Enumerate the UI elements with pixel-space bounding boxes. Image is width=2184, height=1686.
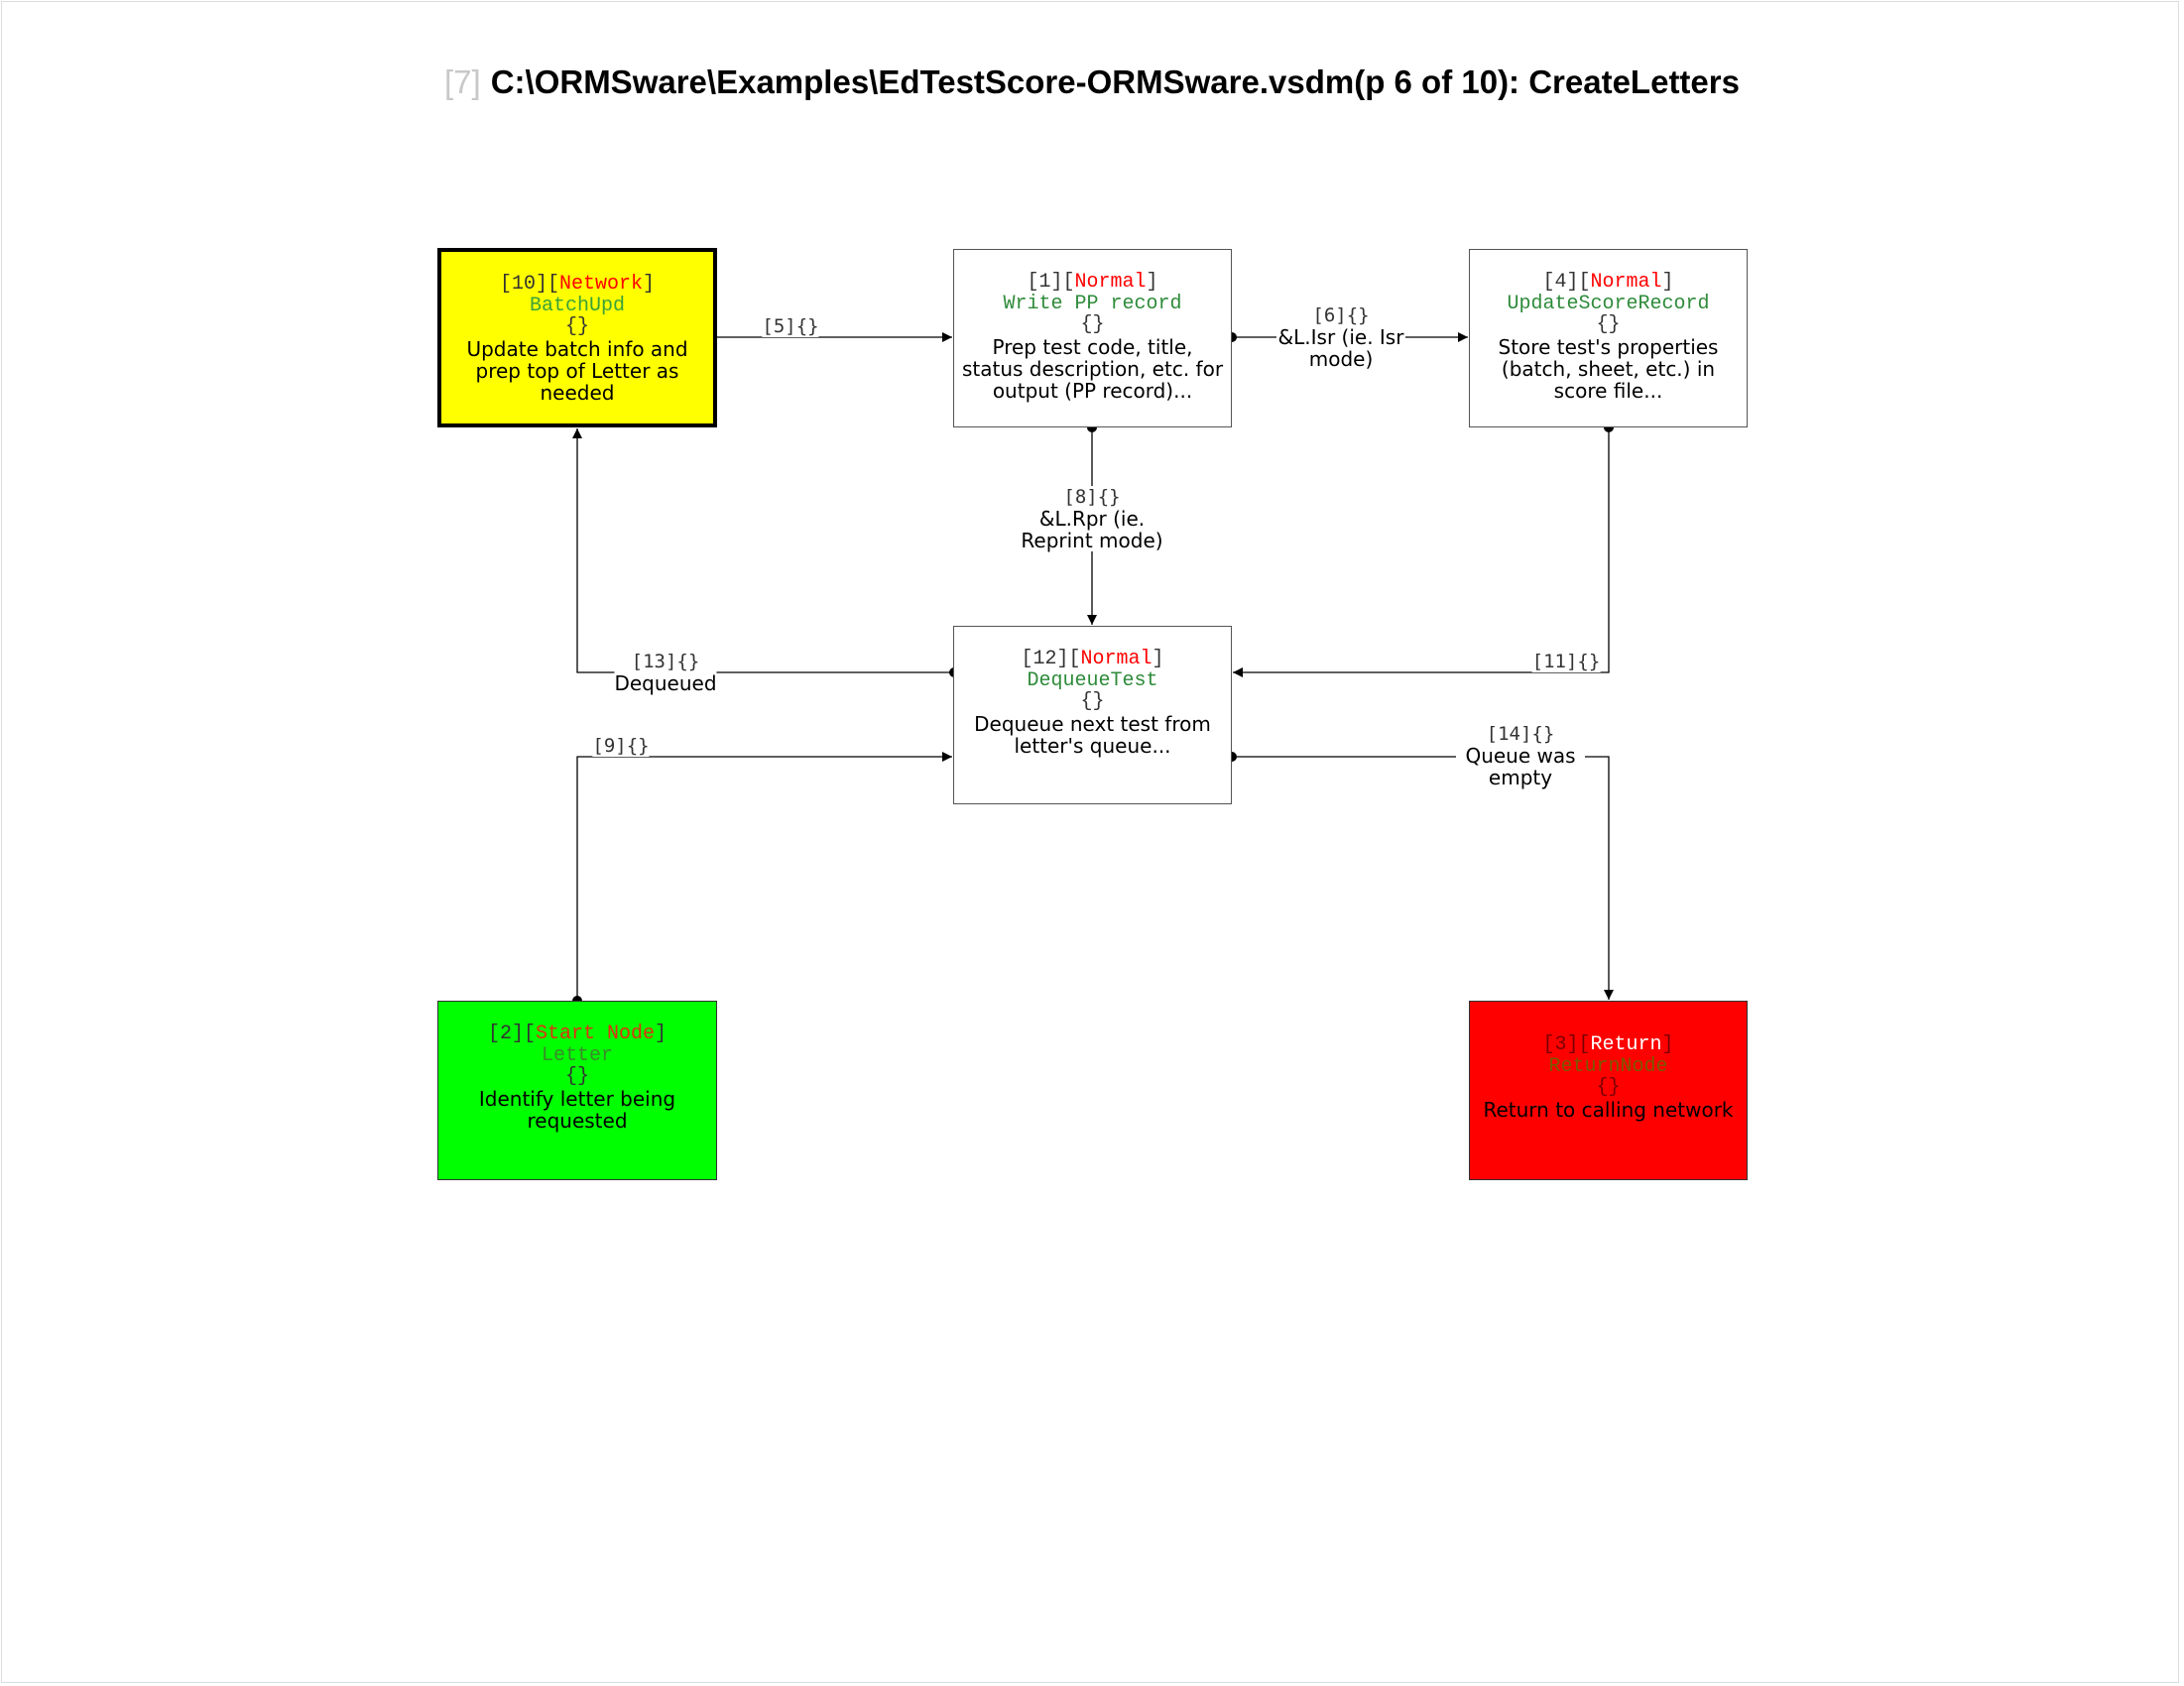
edge-9-line <box>576 752 952 1001</box>
node-batchupd-name: BatchUpd <box>529 294 625 317</box>
node-batchupd[interactable]: [10][Network] BatchUpd {} Update batch i… <box>437 248 717 427</box>
node-batchupd-type-open: [ <box>546 273 559 296</box>
node-dequeue-type: Normal <box>1080 648 1153 670</box>
node-update-score-id: [4] <box>1542 271 1579 294</box>
node-letter-type: Start Node <box>535 1023 656 1045</box>
node-update-score-name: UpdateScoreRecord <box>1507 292 1710 315</box>
node-dequeue-test[interactable]: [12][Normal] DequeueTest {} Dequeue next… <box>953 626 1232 804</box>
edge-13-label: [13]{} Dequeued <box>614 651 717 695</box>
node-dequeue-id: [12] <box>1021 648 1069 670</box>
edge-11-id: [11]{} <box>1531 651 1601 672</box>
node-write-pp-id: [1] <box>1027 271 1063 294</box>
node-batchupd-type: Network <box>559 273 644 296</box>
edge-9-label: [9]{} <box>592 735 650 757</box>
edge-13-id: [13]{} <box>631 651 700 672</box>
node-batchupd-id: [10] <box>499 273 547 296</box>
edge-8-id: [8]{} <box>1063 486 1121 508</box>
node-letter-desc: Identify letter being requested <box>478 1086 676 1133</box>
edge-14-id: [14]{} <box>1486 723 1555 745</box>
node-letter-type-close: ] <box>655 1023 667 1045</box>
edge-13-condition: Dequeued <box>614 671 717 695</box>
node-write-pp-type: Normal <box>1074 271 1147 294</box>
node-letter-params: {} <box>564 1065 589 1088</box>
edge-9-id: [9]{} <box>592 735 650 757</box>
page-title-text: C:\ORMSware\Examples\EdTestScore-ORMSwar… <box>490 63 1740 100</box>
edge-14-line <box>1232 756 1614 1000</box>
edge-14-condition: Queue was empty <box>1465 744 1576 789</box>
node-letter-type-open: [ <box>523 1023 536 1045</box>
edge-13-line <box>572 428 954 673</box>
node-letter-name: Letter <box>541 1043 613 1067</box>
node-return[interactable]: [3][Return] ReturnNode {} Return to call… <box>1469 1001 1748 1180</box>
node-update-score-record[interactable]: [4][Normal] UpdateScoreRecord {} Store t… <box>1469 249 1748 427</box>
edge-8-condition: &L.Rpr (ie. Reprint mode) <box>1021 507 1163 552</box>
edge-6-id: [6]{} <box>1312 304 1370 326</box>
node-return-type-close: ] <box>1661 1033 1674 1056</box>
node-return-desc: Return to calling network <box>1483 1097 1734 1122</box>
node-batchupd-type-close: ] <box>643 273 656 296</box>
edge-5-id: [5]{} <box>762 315 819 337</box>
edge-6-condition: &L.Isr (ie. Isr mode) <box>1277 325 1404 371</box>
node-dequeue-type-close: ] <box>1152 648 1164 670</box>
node-dequeue-type-open: [ <box>1068 648 1081 670</box>
node-dequeue-params: {} <box>1080 690 1105 713</box>
node-return-params: {} <box>1596 1076 1621 1099</box>
node-write-pp-params: {} <box>1080 313 1105 336</box>
node-write-pp-type-close: ] <box>1146 271 1158 294</box>
node-write-pp-name: Write PP record <box>1003 292 1182 315</box>
node-update-score-desc: Store test's properties (batch, sheet, e… <box>1498 334 1719 403</box>
page-title: [7]C:\ORMSware\Examples\EdTestScore-ORMS… <box>0 63 2184 101</box>
node-batchupd-desc: Update batch info and prep top of Letter… <box>466 336 688 405</box>
node-dequeue-name: DequeueTest <box>1027 668 1158 692</box>
node-return-name: ReturnNode <box>1548 1054 1668 1078</box>
node-update-score-type-open: [ <box>1578 271 1591 294</box>
node-update-score-type-close: ] <box>1661 271 1674 294</box>
node-letter-id: [2] <box>487 1023 524 1045</box>
edge-5-label: [5]{} <box>762 315 819 337</box>
node-dequeue-desc: Dequeue next test from letter's queue... <box>974 711 1211 758</box>
node-update-score-type: Normal <box>1590 271 1662 294</box>
page-index: [7] <box>444 63 481 100</box>
node-return-type: Return <box>1590 1033 1662 1056</box>
node-write-pp-record[interactable]: [1][Normal] Write PP record {} Prep test… <box>953 249 1232 427</box>
node-write-pp-type-open: [ <box>1062 271 1075 294</box>
node-return-id: [3] <box>1542 1033 1579 1056</box>
node-batchupd-params: {} <box>564 315 589 338</box>
edge-14-label: [14]{} Queue was empty <box>1456 723 1585 788</box>
node-letter-start[interactable]: [2][Start Node] Letter {} Identify lette… <box>437 1001 717 1180</box>
edge-8-label: [8]{} &L.Rpr (ie. Reprint mode) <box>1018 486 1166 551</box>
edge-11-label: [11]{} <box>1531 651 1601 672</box>
node-return-type-open: [ <box>1578 1033 1591 1056</box>
node-update-score-params: {} <box>1596 313 1621 336</box>
node-write-pp-desc: Prep test code, title, status descriptio… <box>961 334 1224 403</box>
edge-11-line <box>1233 427 1610 677</box>
edge-6-label: [6]{} &L.Isr (ie. Isr mode) <box>1276 304 1405 370</box>
